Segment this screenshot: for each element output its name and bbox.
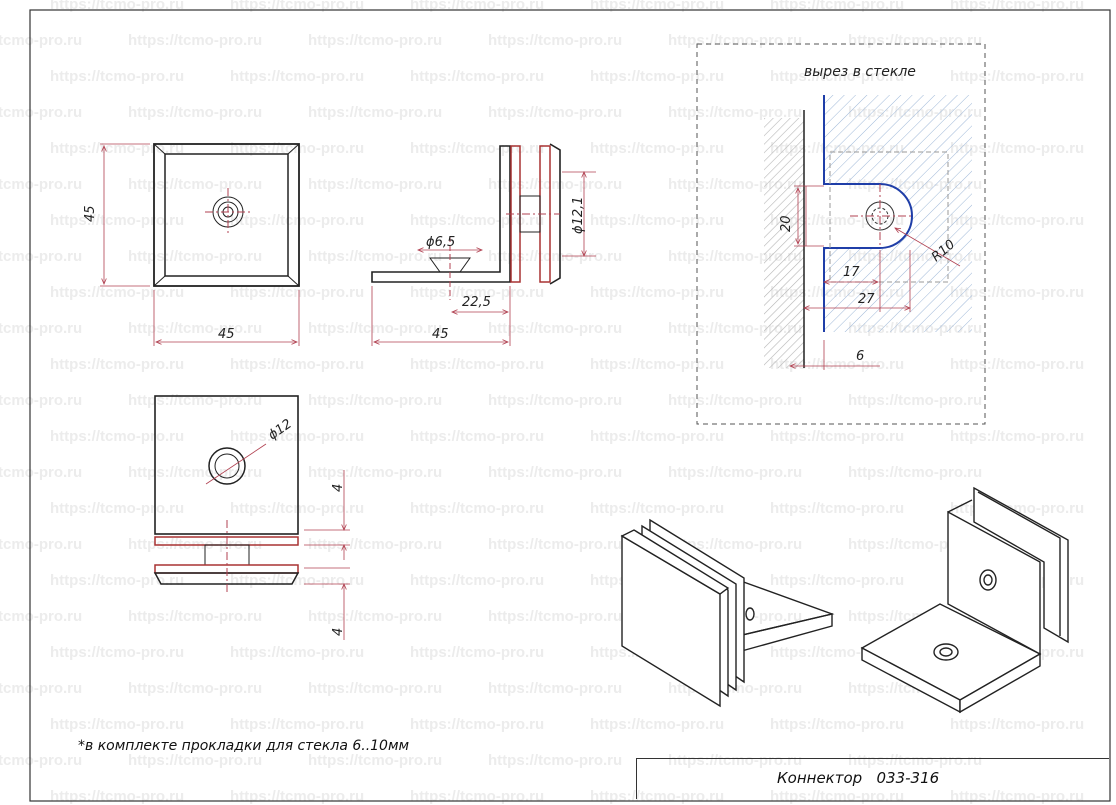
side-view: ϕ6,5 ϕ12,1 22,5 45 bbox=[371, 143, 596, 346]
title-block: Коннектор 033-316 bbox=[636, 758, 1109, 799]
cutout-thickness-dim: 6 bbox=[856, 349, 864, 364]
side-screw-diam-dim: ϕ12,1 bbox=[571, 196, 586, 234]
front-width-dim: 45 bbox=[218, 327, 235, 342]
product-code: 033-316 bbox=[876, 769, 940, 787]
glass-cutout-detail: вырез в стекле 20 17 27 R10 6 bbox=[696, 43, 986, 425]
side-hole-diam-dim: ϕ6,5 bbox=[426, 235, 455, 250]
bottom-gap-bottom-dim: 4 bbox=[331, 628, 346, 636]
front-view: 45 45 bbox=[83, 143, 300, 346]
kit-note: *в комплекте прокладки для стекла 6..10м… bbox=[78, 738, 410, 754]
front-height-dim: 45 bbox=[83, 205, 98, 222]
cutout-depth-dim: 17 bbox=[843, 265, 860, 280]
cutout-total-dim: 27 bbox=[858, 292, 875, 307]
bottom-gap-top-dim: 4 bbox=[331, 484, 346, 492]
cutout-title: вырез в стекле bbox=[804, 64, 916, 80]
bottom-diam-dim: ϕ12 bbox=[266, 417, 295, 444]
side-offset-dim: 22,5 bbox=[462, 295, 491, 310]
side-length-dim: 45 bbox=[432, 327, 449, 342]
product-name: Коннектор bbox=[777, 769, 863, 787]
title-text: Коннектор 033-316 bbox=[777, 769, 939, 787]
bottom-view: ϕ12 4 4 bbox=[153, 395, 350, 640]
isometric-view-left bbox=[620, 518, 835, 708]
isometric-view-right bbox=[860, 486, 1069, 714]
cutout-height-dim: 20 bbox=[779, 215, 794, 232]
sheet-frame bbox=[29, 9, 1111, 802]
